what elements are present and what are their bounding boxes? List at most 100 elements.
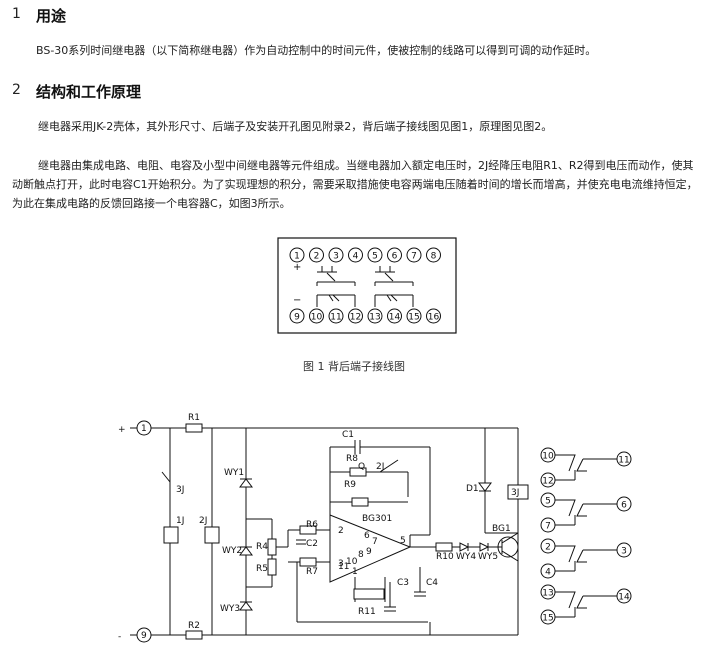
fig1-top-terminal-label: 3 xyxy=(333,252,339,262)
fig2-contact-group: 13 15 14 xyxy=(540,584,632,625)
fig2-R6: R6 xyxy=(306,520,318,530)
figure1-caption: 图 1 背后端子接线图 xyxy=(303,360,405,373)
fig2-pin6: 6 xyxy=(364,531,370,541)
section1-number: 1 xyxy=(12,6,21,22)
fig2-plus: + xyxy=(118,425,126,435)
fig2-WY1: WY1 xyxy=(224,468,244,478)
fig2-minus: - xyxy=(118,632,121,642)
section1-text: BS-30系列时间继电器（以下简称继电器）作为自动控制中的时间元件，使被控制的线… xyxy=(36,44,597,57)
fig2-WY5: WY5 xyxy=(478,552,498,562)
fig2-D1: D1 xyxy=(466,484,479,494)
fig2-C3: C3 xyxy=(397,578,409,588)
fig1-top-terminal-4: 4 xyxy=(348,247,363,263)
fig2-R8: R8 xyxy=(346,454,358,464)
fig2-pin2: 2 xyxy=(338,526,344,536)
fig1-bottom-terminal-label: 12 xyxy=(350,313,361,323)
fig2-contact-terminal: 4 xyxy=(545,568,551,578)
fig2-t1: 1 xyxy=(141,424,147,434)
fig1-top-terminal-6: 6 xyxy=(387,247,402,263)
fig1-bottom-terminal-9: 9 xyxy=(289,308,305,324)
fig1-bottom-terminal-label: 9 xyxy=(294,313,300,323)
fig2-pin8: 8 xyxy=(358,550,364,560)
fig2-R9: R9 xyxy=(344,480,356,490)
fig1-bottom-terminal-12: 12 xyxy=(348,308,363,324)
fig1-top-terminal-8: 8 xyxy=(426,247,441,263)
fig2-R2: R2 xyxy=(188,621,200,631)
fig2-pin10: 10 xyxy=(346,557,358,567)
fig1-bottom-terminal-label: 16 xyxy=(428,313,440,323)
fig2-contact-group: 10 12 11 xyxy=(540,447,632,488)
fig2-contact-terminal: 13 xyxy=(542,589,553,599)
fig2-C4: C4 xyxy=(426,578,438,588)
fig2-pin5: 5 xyxy=(400,536,406,546)
fig2-contact-terminal: 15 xyxy=(542,614,553,624)
fig2-C2: C2 xyxy=(306,539,318,549)
fig2-t9: 9 xyxy=(141,631,147,641)
fig1-bottom-terminal-15: 15 xyxy=(406,308,422,324)
fig2-contact-group: 5 7 6 xyxy=(540,492,632,533)
fig1-bottom-terminal-label: 11 xyxy=(330,313,341,323)
fig2-contact-terminal: 14 xyxy=(618,593,630,603)
fig2-BG301: BG301 xyxy=(362,514,392,524)
fig2-pin7: 7 xyxy=(372,537,378,547)
fig1-top-terminal-label: 8 xyxy=(431,252,437,262)
fig1-top-terminal-label: 1 xyxy=(294,252,300,262)
fig1-top-terminal-3: 3 xyxy=(328,247,344,263)
fig2-contact-terminal: 11 xyxy=(618,456,629,466)
fig2-contact-terminal: 3 xyxy=(621,547,627,557)
fig2-BG1: BG1 xyxy=(492,524,511,534)
fig1-top-terminal-7: 7 xyxy=(406,247,422,263)
section2-para2: 继电器由集成电路、电阻、电容及小型中间继电器等元件组成。当继电器加入额定电压时，… xyxy=(12,159,698,210)
fig1-top-terminal-label: 7 xyxy=(411,252,417,262)
fig2-WY3: WY3 xyxy=(220,604,240,614)
fig2-pin9: 9 xyxy=(366,547,372,557)
fig1-top-terminal-label: 2 xyxy=(314,252,320,262)
fig2-3J: 3J xyxy=(176,485,184,495)
fig1-bottom-terminal-14: 14 xyxy=(387,308,402,324)
fig1-top-terminal-1: 1 xyxy=(289,247,305,263)
section2-para1: 继电器采用JK-2壳体，其外形尺寸、后端子及安装开孔图见附录2，背后端子接线图见… xyxy=(38,120,553,133)
fig2-pin1: 1 xyxy=(352,567,358,577)
fig2-2J: 2J xyxy=(199,516,207,526)
fig2-contact-terminal: 12 xyxy=(542,477,553,487)
fig2-contact-terminal: 5 xyxy=(545,497,551,507)
fig1-minus-sign: − xyxy=(293,295,301,306)
fig1-bottom-terminal-label: 10 xyxy=(311,313,323,323)
fig2-2J-top: 2J xyxy=(376,462,384,472)
fig1-top-terminal-2: 2 xyxy=(309,247,324,263)
fig1-bottom-terminal-label: 13 xyxy=(369,313,380,323)
fig2-C1: C1 xyxy=(342,430,354,440)
fig2-contact-terminal: 2 xyxy=(545,543,551,553)
figure2-schematic: + - 1 9 R1 R2 C1 R8 Q 2J R9 3J 1J 2J WY1… xyxy=(118,413,632,643)
section2-title: 结构和工作原理 xyxy=(36,83,142,101)
fig1-top-terminal-label: 4 xyxy=(353,252,359,262)
fig2-contact-terminal: 7 xyxy=(545,522,551,532)
fig1-bottom-terminal-16: 16 xyxy=(426,308,441,324)
fig2-R4: R4 xyxy=(256,542,268,552)
fig2-R10: R10 xyxy=(436,552,454,562)
fig1-top-terminal-label: 5 xyxy=(372,252,378,262)
fig2-contact-terminal: 6 xyxy=(621,501,627,511)
fig2-pin3: 3 xyxy=(338,559,344,569)
fig2-1J: 1J xyxy=(176,516,184,526)
fig1-bottom-terminal-10: 10 xyxy=(309,308,324,324)
fig1-bottom-terminal-label: 14 xyxy=(389,313,401,323)
fig2-contact-group: 2 4 3 xyxy=(540,538,632,579)
fig1-bottom-terminal-label: 15 xyxy=(408,313,419,323)
fig2-Q: Q xyxy=(358,462,365,472)
fig2-pin11: 11 xyxy=(338,562,349,572)
fig1-bottom-terminal-11: 11 xyxy=(328,308,344,324)
fig1-top-terminal-5: 5 xyxy=(367,247,383,263)
fig2-R11: R11 xyxy=(358,607,376,617)
fig2-R5: R5 xyxy=(256,564,268,574)
fig1-top-terminal-label: 6 xyxy=(392,252,398,262)
section2-number: 2 xyxy=(12,82,21,98)
fig2-R7: R7 xyxy=(306,567,318,577)
fig2-WY4: WY4 xyxy=(456,552,476,562)
section1-title: 用途 xyxy=(36,7,67,25)
fig2-contact-terminal: 10 xyxy=(542,452,554,462)
fig2-WY2: WY2 xyxy=(222,546,242,556)
fig1-plus-sign: + xyxy=(293,262,301,273)
fig1-bottom-terminal-13: 13 xyxy=(367,308,383,324)
fig2-R1: R1 xyxy=(188,413,200,423)
